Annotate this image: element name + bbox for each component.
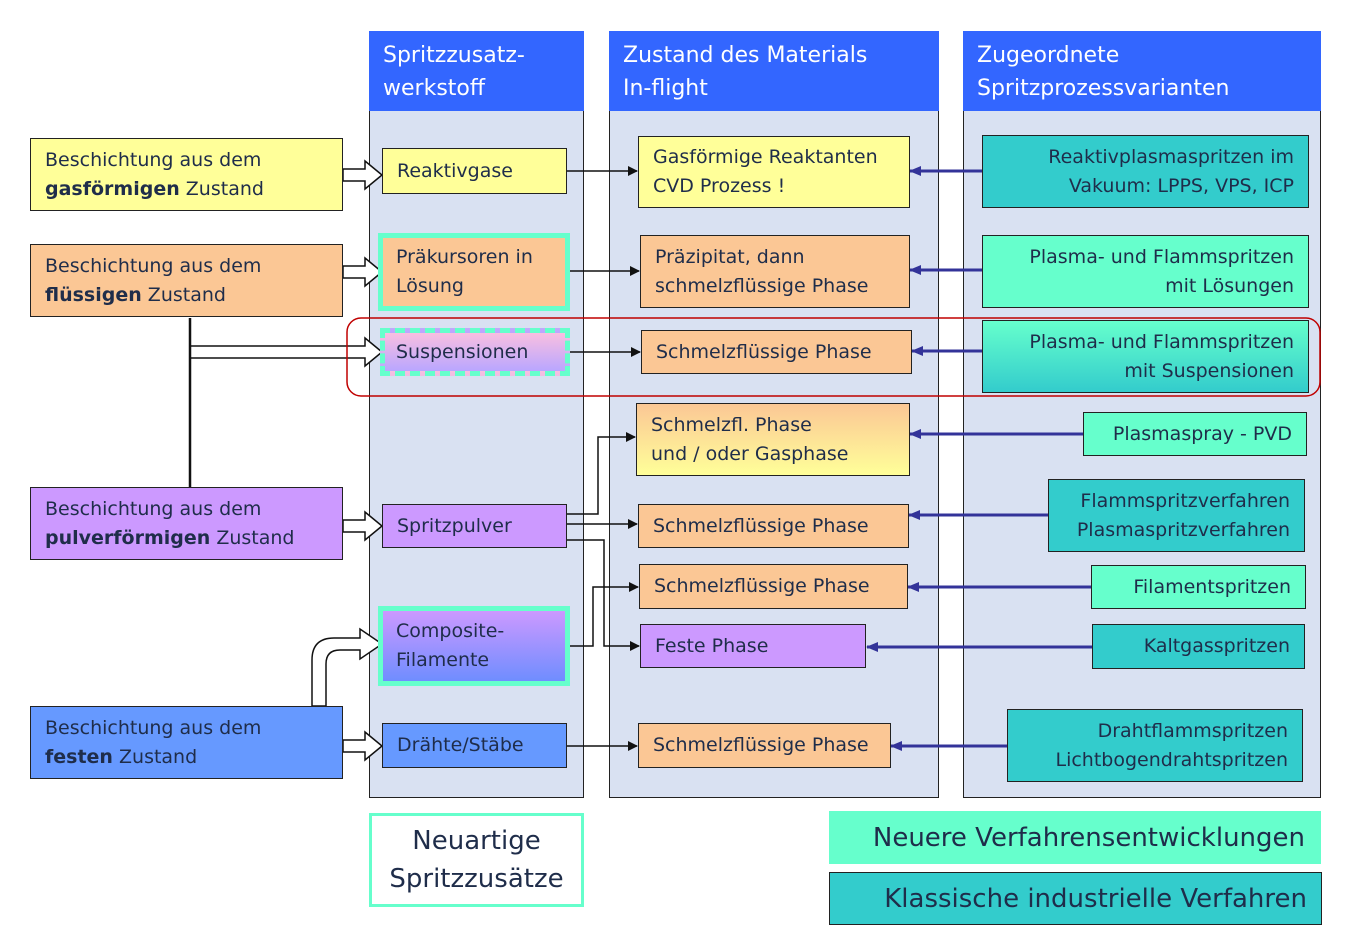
process-plasmaspray-pvd: Plasmaspray - PVD: [1083, 412, 1307, 456]
material-composite-filamente: Composite-Filamente: [378, 606, 570, 686]
legend-neuere-verfahren: Neuere Verfahrensentwicklungen: [829, 811, 1321, 864]
state-schmelzfluessig-draht: Schmelzflüssige Phase: [638, 723, 891, 768]
column-header-prozessvarianten: Zugeordnete Spritzprozessvarianten: [963, 31, 1321, 111]
material-reaktivgase: Reaktivgase: [382, 148, 567, 194]
column-header-line: Spritzprozessvarianten: [977, 76, 1230, 101]
state-schmelzfluessig-pulver: Schmelzflüssige Phase: [638, 504, 909, 548]
column-header-spritzzusatzwerkstoff: Spritzzusatz- werkstoff: [369, 31, 584, 111]
column-header-line: Zugeordnete: [977, 43, 1120, 68]
column-spritzzusatzwerkstoff: [369, 110, 584, 798]
material-draehte-staebe: Drähte/Stäbe: [382, 723, 567, 768]
process-filamentspritzen: Filamentspritzen: [1091, 565, 1306, 609]
process-kaltgasspritzen: Kaltgasspritzen: [1092, 624, 1305, 669]
column-header-line: In-flight: [623, 76, 708, 101]
column-header-line: Zustand des Materials: [623, 43, 868, 68]
state-feste-phase: Feste Phase: [640, 624, 866, 668]
column-header-line: werkstoff: [383, 76, 486, 101]
legend-klassische-verfahren: Klassische industrielle Verfahren: [829, 872, 1322, 925]
state-schmelzfluessig-suspension: Schmelzflüssige Phase: [641, 330, 912, 374]
material-suspensionen: Suspensionen: [380, 328, 570, 376]
material-spritzpulver: Spritzpulver: [382, 504, 567, 548]
state-schmelzfluessig-filament: Schmelzflüssige Phase: [639, 564, 908, 609]
column-header-line: Spritzzusatz-: [383, 43, 525, 68]
column-header-zustand: Zustand des Materials In-flight: [609, 31, 939, 111]
